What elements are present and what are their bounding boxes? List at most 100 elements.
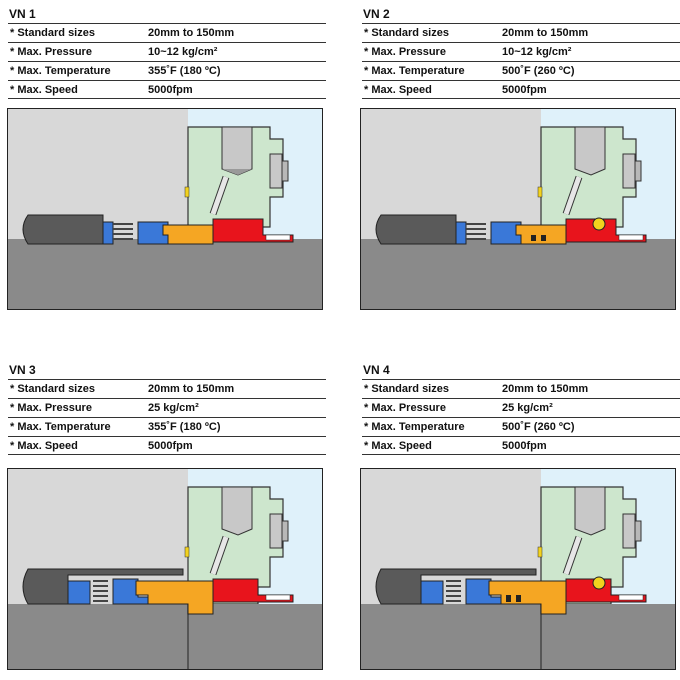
seal-cross-section bbox=[361, 109, 675, 309]
spec-value: 20mm to 150mm bbox=[148, 383, 235, 395]
flush-fitting bbox=[574, 126, 606, 176]
shaft bbox=[8, 239, 322, 309]
spec-label: * Standard sizes bbox=[10, 383, 95, 395]
bolt-head bbox=[269, 513, 283, 549]
shaft-sleeve bbox=[375, 214, 457, 245]
seal-cross-section bbox=[8, 109, 322, 309]
bolt-tip bbox=[281, 520, 289, 542]
gasket bbox=[184, 546, 190, 558]
spec-table: * Standard sizes 20mm to 150mm * Max. Pre… bbox=[362, 23, 680, 99]
flush-port bbox=[210, 176, 229, 215]
spec-label: * Max. Pressure bbox=[364, 46, 446, 58]
spec-label: * Standard sizes bbox=[364, 383, 449, 395]
spring bbox=[466, 223, 486, 240]
spec-value: 10~12 kg/cm² bbox=[148, 46, 218, 58]
spring bbox=[113, 223, 133, 240]
gasket bbox=[184, 186, 190, 198]
spec-label: * Max. Pressure bbox=[10, 402, 92, 414]
spec-label: * Standard sizes bbox=[364, 27, 449, 39]
spec-row: * Max. Speed 5000fpm bbox=[8, 436, 326, 455]
spec-value: 5000fpm bbox=[502, 440, 547, 452]
spec-value: 355˚F (180 ºC) bbox=[148, 65, 221, 77]
spec-label: * Max. Temperature bbox=[10, 421, 111, 433]
seal-diagram-vn4 bbox=[360, 468, 676, 670]
seal-title: VN 3 bbox=[9, 363, 36, 377]
seat-pin bbox=[618, 234, 644, 241]
spring-holder bbox=[455, 221, 467, 245]
seal-title: VN 4 bbox=[363, 363, 390, 377]
shaft-sleeve bbox=[22, 568, 184, 605]
seal-diagram-vn3 bbox=[7, 468, 323, 670]
bolt-tip bbox=[281, 160, 289, 182]
spec-block-vn2: VN 2 * Standard sizes 20mm to 150mm * Max… bbox=[362, 6, 680, 99]
spec-table: * Standard sizes 20mm to 150mm * Max. Pre… bbox=[8, 379, 326, 455]
spec-value: 20mm to 150mm bbox=[502, 27, 589, 39]
spec-label: * Max. Speed bbox=[364, 440, 432, 452]
spec-label: * Max. Temperature bbox=[10, 65, 111, 77]
spec-label: * Max. Pressure bbox=[10, 46, 92, 58]
spec-row: * Max. Speed 5000fpm bbox=[362, 80, 680, 99]
spec-block-vn1: VN 1 * Standard sizes 20mm to 150mm * Max… bbox=[8, 6, 326, 99]
spec-row: * Max. Pressure 10~12 kg/cm² bbox=[8, 42, 326, 61]
spec-row: * Max. Temperature 500˚F (260 ºC) bbox=[362, 61, 680, 80]
spec-row: * Standard sizes 20mm to 150mm bbox=[8, 379, 326, 398]
gasket bbox=[537, 546, 543, 558]
flush-port bbox=[563, 536, 582, 575]
seat-pin bbox=[265, 234, 291, 241]
spec-row: * Max. Pressure 25 kg/cm² bbox=[8, 398, 326, 417]
drive-pin bbox=[541, 235, 546, 241]
shaft bbox=[361, 239, 675, 309]
spec-row: * Max. Speed 5000fpm bbox=[8, 80, 326, 99]
spec-value: 5000fpm bbox=[148, 440, 193, 452]
spec-label: * Max. Speed bbox=[10, 84, 78, 96]
bolt-head bbox=[622, 153, 636, 189]
bolt-tip bbox=[634, 520, 642, 542]
bolt-head bbox=[269, 153, 283, 189]
shaft bbox=[8, 604, 322, 669]
spec-label: * Standard sizes bbox=[10, 27, 95, 39]
bolt-tip bbox=[634, 160, 642, 182]
o-ring bbox=[592, 217, 606, 231]
spec-value: 5000fpm bbox=[148, 84, 193, 96]
spec-label: * Max. Speed bbox=[364, 84, 432, 96]
rotary-face bbox=[515, 224, 567, 245]
o-ring bbox=[592, 576, 606, 590]
spec-row: * Max. Temperature 355˚F (180 ºC) bbox=[8, 61, 326, 80]
spec-value: 5000fpm bbox=[502, 84, 547, 96]
seal-cross-section bbox=[8, 469, 322, 669]
spec-value: 500˚F (260 ºC) bbox=[502, 421, 575, 433]
bolt-head bbox=[622, 513, 636, 549]
seat-pin bbox=[618, 594, 644, 601]
spec-value: 25 kg/cm² bbox=[148, 402, 199, 414]
spring-holder bbox=[67, 580, 91, 605]
drive-pin bbox=[516, 595, 521, 602]
drive-pin bbox=[506, 595, 511, 602]
spec-row: * Max. Pressure 25 kg/cm² bbox=[362, 398, 680, 417]
spec-row: * Standard sizes 20mm to 150mm bbox=[362, 23, 680, 42]
spec-value: 20mm to 150mm bbox=[502, 383, 589, 395]
spec-row: * Standard sizes 20mm to 150mm bbox=[362, 379, 680, 398]
flush-port bbox=[563, 176, 582, 215]
spec-value: 500˚F (260 ºC) bbox=[502, 65, 575, 77]
shaft-sleeve bbox=[22, 214, 104, 245]
spec-label: * Max. Temperature bbox=[364, 65, 465, 77]
spec-label: * Max. Pressure bbox=[364, 402, 446, 414]
flush-fitting bbox=[574, 486, 606, 536]
seal-title: VN 1 bbox=[9, 7, 36, 21]
spec-block-vn4: VN 4 * Standard sizes 20mm to 150mm * Max… bbox=[362, 362, 680, 455]
seal-diagram-vn1 bbox=[7, 108, 323, 310]
spec-value: 25 kg/cm² bbox=[502, 402, 553, 414]
spring bbox=[446, 580, 461, 602]
drive-pin bbox=[531, 235, 536, 241]
spec-block-vn3: VN 3 * Standard sizes 20mm to 150mm * Max… bbox=[8, 362, 326, 455]
shaft bbox=[361, 604, 675, 669]
flush-fitting bbox=[221, 126, 253, 176]
fitting-tip bbox=[222, 169, 252, 175]
spec-value: 20mm to 150mm bbox=[148, 27, 235, 39]
seal-title: VN 2 bbox=[363, 7, 390, 21]
spec-label: * Max. Speed bbox=[10, 440, 78, 452]
spec-row: * Max. Speed 5000fpm bbox=[362, 436, 680, 455]
